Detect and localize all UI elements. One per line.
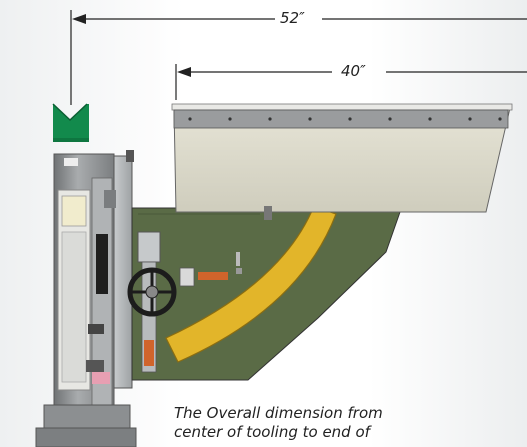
overall-dimension-line bbox=[70, 10, 527, 105]
caption-line-1: The Overall dimension from bbox=[174, 404, 383, 422]
mounting-plate bbox=[104, 150, 134, 389]
table-dimension-line bbox=[175, 64, 527, 100]
caption: The Overall dimension from center of too… bbox=[174, 404, 524, 442]
arrowhead-icon bbox=[72, 14, 86, 24]
v-tooling bbox=[52, 103, 89, 142]
arrowhead-icon bbox=[177, 67, 191, 77]
support-arc bbox=[165, 205, 337, 363]
support-table bbox=[171, 103, 513, 220]
overall-dimension-label: 52″ bbox=[280, 9, 305, 27]
caption-line-2: center of tooling to end of bbox=[174, 423, 370, 441]
table-dimension-label: 40″ bbox=[341, 62, 366, 80]
indicator-rod bbox=[198, 272, 228, 280]
adjustment-hardware bbox=[127, 231, 242, 373]
